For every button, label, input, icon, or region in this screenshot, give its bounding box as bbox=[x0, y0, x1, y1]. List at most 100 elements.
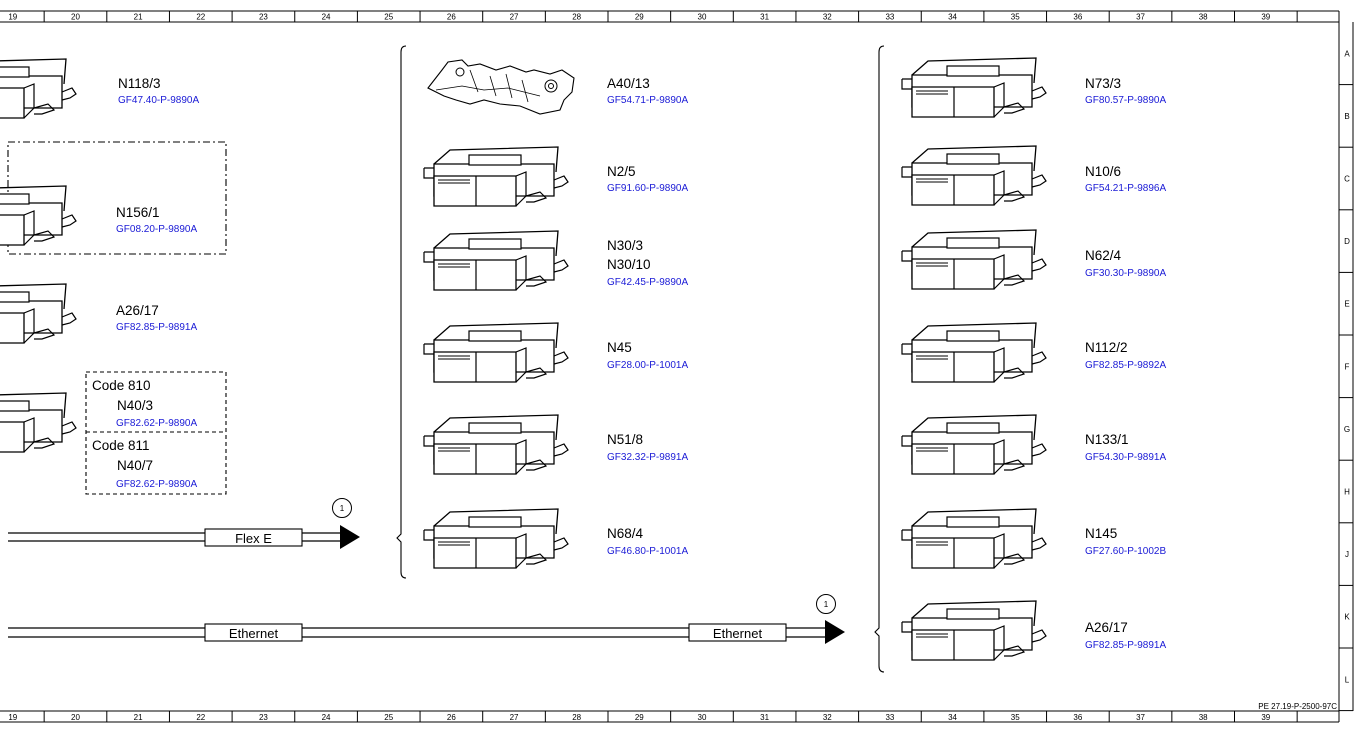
bus-label: Ethernet bbox=[229, 626, 279, 641]
component-reference-link[interactable]: GF91.60-P-9890A bbox=[607, 183, 688, 194]
component-reference-link[interactable]: GF82.85-P-9891A bbox=[116, 322, 197, 333]
ruler-top-number: 33 bbox=[885, 13, 894, 22]
component-reference-link[interactable]: GF28.00-P-1001A bbox=[607, 360, 688, 371]
component-reference-link[interactable]: GF82.62-P-9890A bbox=[116, 418, 197, 429]
ruler-bottom-number: 29 bbox=[635, 713, 644, 722]
control-unit-icon[interactable] bbox=[423, 230, 569, 291]
component-reference-link[interactable]: GF30.30-P-9890A bbox=[1085, 268, 1166, 279]
control-unit-icon[interactable] bbox=[901, 322, 1047, 383]
ruler-top-number: 22 bbox=[196, 13, 205, 22]
component-label: N145 bbox=[1085, 526, 1117, 541]
control-unit-icon[interactable] bbox=[423, 508, 569, 569]
ruler-bottom-number: 25 bbox=[384, 713, 393, 722]
ruler-row-letter: D bbox=[1344, 237, 1350, 246]
component-reference-link[interactable]: GF54.71-P-9890A bbox=[607, 95, 688, 106]
ruler-top-number: 26 bbox=[447, 13, 456, 22]
ruler-bottom-number: 31 bbox=[760, 713, 769, 722]
ruler-top-number: 36 bbox=[1073, 13, 1082, 22]
component-reference-link[interactable]: GF82.85-P-9892A bbox=[1085, 360, 1166, 371]
ruler-row-letter: L bbox=[1345, 675, 1350, 684]
ruler-row-letter: F bbox=[1345, 362, 1350, 371]
component-reference-link[interactable]: GF27.60-P-1002B bbox=[1085, 546, 1166, 557]
ruler-bottom-number: 38 bbox=[1199, 713, 1208, 722]
component-reference-link[interactable]: GF54.30-P-9891A bbox=[1085, 452, 1166, 463]
ruler-top-number: 27 bbox=[510, 13, 519, 22]
bus-label: Ethernet bbox=[713, 626, 763, 641]
ruler-top-number: 35 bbox=[1011, 13, 1020, 22]
ruler-bottom-number: 19 bbox=[8, 713, 17, 722]
control-unit-icon[interactable] bbox=[901, 145, 1047, 206]
component-label: A26/17 bbox=[116, 303, 159, 318]
component-reference-link[interactable]: GF42.45-P-9890A bbox=[607, 277, 688, 288]
ruler-bottom-number: 28 bbox=[572, 713, 581, 722]
ruler-top-number: 37 bbox=[1136, 13, 1145, 22]
ethernet-bus: Ethernet Ethernet 1 bbox=[8, 594, 845, 644]
control-unit-icon[interactable] bbox=[901, 57, 1047, 118]
component-label: N2/5 bbox=[607, 164, 636, 179]
control-unit-icon[interactable] bbox=[0, 58, 77, 119]
control-unit-icon[interactable] bbox=[901, 508, 1047, 569]
ruler-row-letter: B bbox=[1344, 112, 1349, 121]
control-unit-icon[interactable] bbox=[901, 414, 1047, 475]
ruler-top-number: 23 bbox=[259, 13, 268, 22]
ruler-top-number: 29 bbox=[635, 13, 644, 22]
ruler-top-number: 30 bbox=[698, 13, 707, 22]
control-unit-icon[interactable] bbox=[0, 392, 77, 453]
ruler-top-number: 28 bbox=[572, 13, 581, 22]
ruler-bottom-number: 24 bbox=[322, 713, 331, 722]
control-unit-icon[interactable] bbox=[423, 414, 569, 475]
control-unit-icon[interactable] bbox=[423, 322, 569, 383]
component-reference-link[interactable]: GF46.80-P-1001A bbox=[607, 546, 688, 557]
ruler-row-letter: E bbox=[1344, 300, 1349, 309]
control-unit-icon[interactable] bbox=[901, 229, 1047, 290]
component-label: N73/3 bbox=[1085, 76, 1121, 91]
component-label: N133/1 bbox=[1085, 432, 1129, 447]
ruler-top-number: 39 bbox=[1261, 13, 1270, 22]
ruler-row-letter: A bbox=[1344, 49, 1350, 58]
component-reference-link[interactable]: GF08.20-P-9890A bbox=[116, 224, 197, 235]
ruler-bottom-number: 34 bbox=[948, 713, 957, 722]
component-label: N40/7 bbox=[117, 458, 153, 473]
component-label: N45 bbox=[607, 340, 632, 355]
ruler-bottom-number: 21 bbox=[134, 713, 143, 722]
right-component-group: N73/3 GF80.57-P-9890A N10/6 GF54.21-P-98… bbox=[901, 57, 1166, 661]
control-unit-icon[interactable] bbox=[0, 283, 77, 344]
ruler-top-number: 34 bbox=[948, 13, 957, 22]
control-unit-icon[interactable] bbox=[423, 146, 569, 207]
ruler-row-letter: H bbox=[1344, 488, 1350, 497]
continuation-marker: 1 bbox=[340, 504, 345, 513]
flex-e-bus: Flex E 1 bbox=[8, 498, 360, 549]
ruler-row-letter: C bbox=[1344, 175, 1350, 184]
ruler-top-number: 25 bbox=[384, 13, 393, 22]
variant-code-label: Code 811 bbox=[92, 438, 150, 453]
variant-frame bbox=[85, 371, 227, 495]
left-component-group: N118/3 GF47.40-P-9890A N156/1 GF08.20-P-… bbox=[0, 58, 227, 495]
component-reference-link[interactable]: GF47.40-P-9890A bbox=[118, 95, 199, 106]
ruler-top-number: 32 bbox=[823, 13, 832, 22]
component-label: N10/6 bbox=[1085, 164, 1121, 179]
component-reference-link[interactable]: GF32.32-P-9891A bbox=[607, 452, 688, 463]
ruler-bottom-number: 36 bbox=[1073, 713, 1082, 722]
component-label: N30/3 bbox=[607, 238, 643, 253]
component-reference-link[interactable]: GF80.57-P-9890A bbox=[1085, 95, 1166, 106]
group-bracket bbox=[874, 45, 885, 673]
ruler-top-number: 31 bbox=[760, 13, 769, 22]
seat-module-icon[interactable] bbox=[427, 59, 575, 115]
ruler-bottom-number: 20 bbox=[71, 713, 80, 722]
component-label: N68/4 bbox=[607, 526, 644, 541]
ruler-frame bbox=[0, 10, 1354, 723]
ruler-bottom-number: 30 bbox=[698, 713, 707, 722]
component-reference-link[interactable]: GF82.85-P-9891A bbox=[1085, 640, 1166, 651]
bus-label: Flex E bbox=[235, 531, 272, 546]
component-label: N30/10 bbox=[607, 257, 651, 272]
component-reference-link[interactable]: GF54.21-P-9896A bbox=[1085, 183, 1166, 194]
component-label: N156/1 bbox=[116, 205, 160, 220]
document-id: PE 27.19-P-2500-97C bbox=[1258, 702, 1337, 711]
control-unit-icon[interactable] bbox=[901, 600, 1047, 661]
control-unit-icon[interactable] bbox=[0, 185, 77, 246]
component-label: N118/3 bbox=[118, 76, 161, 91]
ruler-bottom-number: 35 bbox=[1011, 713, 1020, 722]
component-reference-link[interactable]: GF82.62-P-9890A bbox=[116, 479, 197, 490]
